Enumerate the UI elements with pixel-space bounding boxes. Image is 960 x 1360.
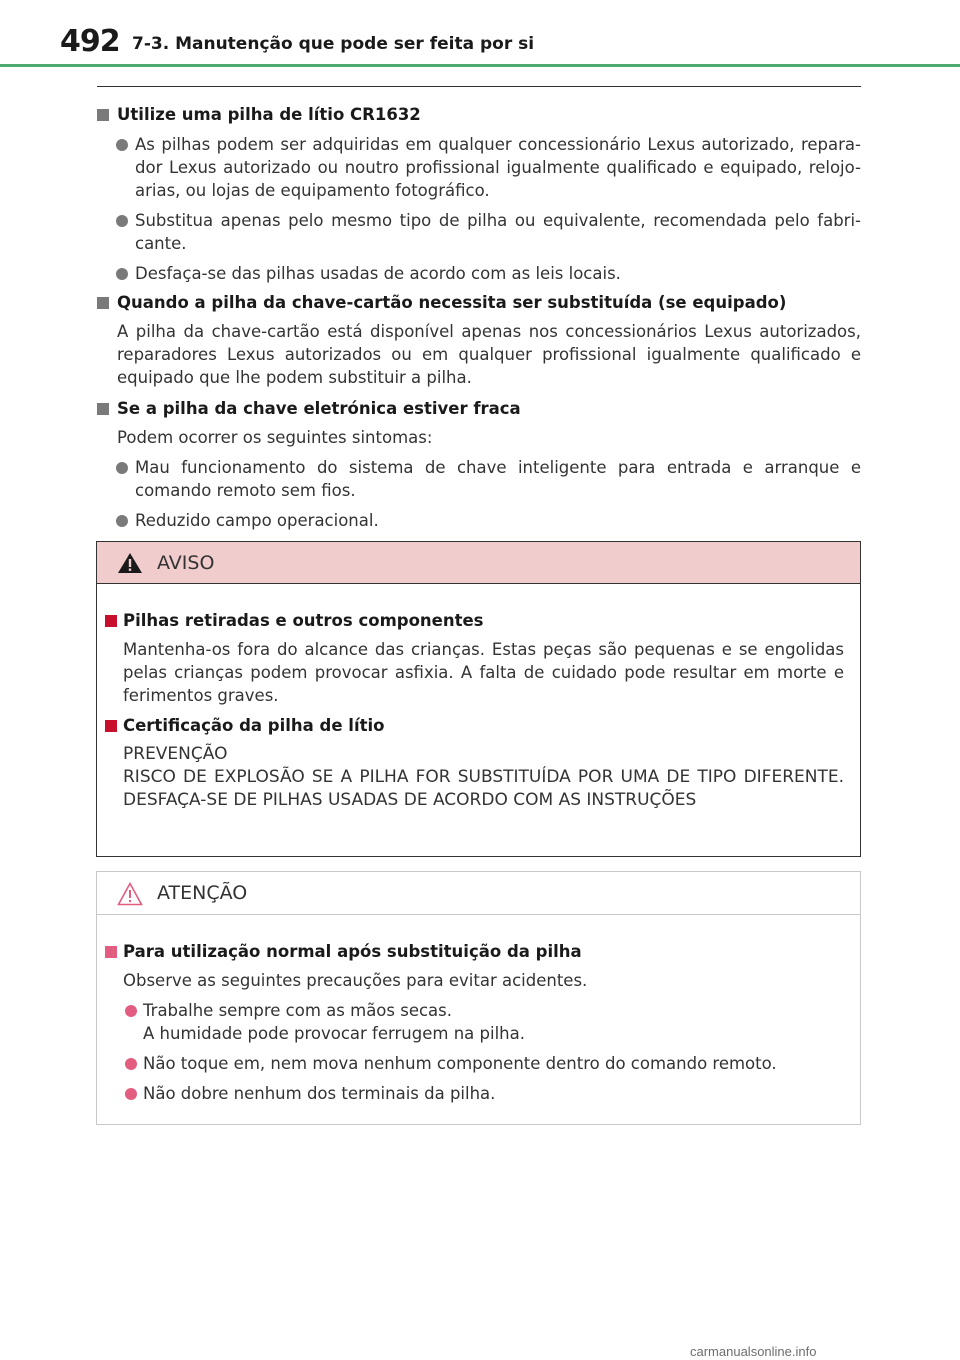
warning-item-heading: Certificação da pilha de lítio <box>105 715 844 737</box>
caution-triangle-icon <box>117 882 143 906</box>
list-item: Desfaça-se das pilhas usadas de acordo c… <box>97 262 861 285</box>
list-item: Substitua apenas pelo mesmo tipo de pilh… <box>97 209 861 255</box>
notice-box: ATENÇÃO Para utilização normal após subs… <box>96 871 861 1125</box>
section-text: Podem ocorrer os seguintes sintomas: <box>117 428 433 447</box>
main-content: Utilize uma pilha de lítio CR1632 As pil… <box>97 96 861 532</box>
warning-box: AVISO Pilhas retiradas e outros componen… <box>96 541 861 857</box>
notice-header: ATENÇÃO <box>97 872 860 915</box>
square-bullet-icon <box>105 946 117 958</box>
list-item: Não toque em, nem mova nenhum componente… <box>105 1052 844 1075</box>
caps-line: PREVENÇÃO <box>123 744 228 764</box>
round-bullet-icon <box>116 462 128 474</box>
page-header: 492 7-3. Manutenção que pode ser feita p… <box>0 0 960 67</box>
list-item: Mau funcionamento do sistema de chave in… <box>97 456 861 502</box>
notice-body: Para utilização normal após substituição… <box>97 915 860 1105</box>
list-item: Reduzido campo operacional. <box>97 509 861 532</box>
notice-heading: Para utilização normal após substituição… <box>105 941 844 963</box>
chapter-title: 7-3. Manutenção que pode ser feita por s… <box>132 34 535 54</box>
list-item: Não dobre nenhum dos terminais da pilha. <box>105 1082 844 1105</box>
notice-text: Observe as seguintes precauções para evi… <box>123 971 588 990</box>
watermark-text: carmanualsonline.info <box>690 1344 817 1359</box>
round-bullet-icon <box>116 139 128 151</box>
square-bullet-icon <box>97 297 109 309</box>
round-bullet-icon <box>116 515 128 527</box>
notice-label: ATENÇÃO <box>157 882 248 904</box>
warning-body: Pilhas retiradas e outros componentes Ma… <box>97 584 860 812</box>
round-bullet-icon <box>116 268 128 280</box>
list-item: Trabalhe sempre com as mãos secas.A humi… <box>105 999 844 1045</box>
warning-triangle-icon <box>118 553 142 573</box>
square-bullet-icon <box>97 109 109 121</box>
caps-text: RISCO DE EXPLOSÃO SE A PILHA FOR SUBSTIT… <box>123 767 844 810</box>
round-bullet-icon <box>125 1005 137 1017</box>
warning-item-text: Mantenha-os fora do alcance das crianças… <box>123 640 844 705</box>
round-bullet-icon <box>125 1088 137 1100</box>
square-bullet-icon <box>105 720 117 732</box>
section-heading: Quando a pilha da chave-cartão necessita… <box>97 292 861 314</box>
section-heading: Se a pilha da chave eletrónica estiver f… <box>97 398 861 420</box>
page-number: 492 <box>60 24 121 59</box>
header-rule <box>0 64 960 67</box>
warning-header: AVISO <box>97 542 860 584</box>
list-item: As pilhas podem ser adquiridas em qualqu… <box>97 133 861 202</box>
warning-label: AVISO <box>157 552 215 574</box>
section-text: A pilha da chave-cartão está disponível … <box>117 322 861 387</box>
square-bullet-icon <box>97 403 109 415</box>
round-bullet-icon <box>125 1058 137 1070</box>
square-bullet-icon <box>105 615 117 627</box>
section-heading: Utilize uma pilha de lítio CR1632 <box>97 104 861 126</box>
top-divider <box>97 86 861 87</box>
round-bullet-icon <box>116 215 128 227</box>
warning-item-heading: Pilhas retiradas e outros componentes <box>105 610 844 632</box>
